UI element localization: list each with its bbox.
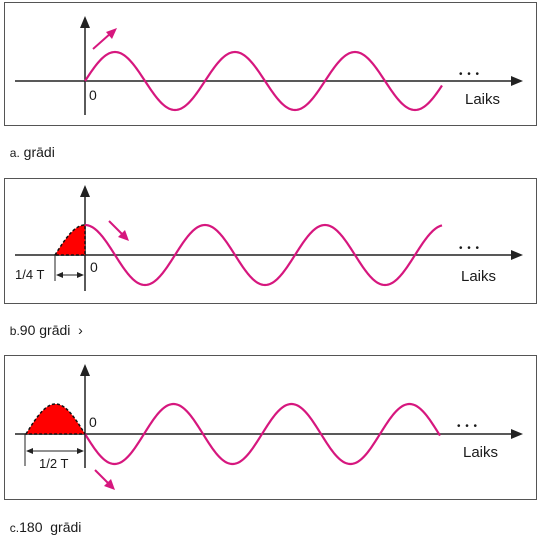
continuation-dots-b: • • •	[459, 243, 480, 254]
origin-label-b: 0	[90, 259, 98, 275]
waveform-plot-b: 1/4 T 0 • • • Laiks	[15, 185, 523, 291]
shaded-segment-c	[24, 403, 87, 435]
time-axis-label-c: Laiks	[463, 444, 498, 461]
shift-label-c: 1/2 T	[39, 456, 68, 471]
direction-arrowhead-c	[104, 479, 115, 490]
waveform-plot-a: 0 • • • Laiks	[15, 16, 523, 115]
time-axis-label-b: Laiks	[461, 268, 496, 285]
caption-letter-c: c.	[9, 521, 20, 535]
direction-arrowhead-b	[118, 230, 129, 241]
time-axis-label-a: Laiks	[465, 91, 500, 108]
panel-a: 0 • • • Laiks	[4, 2, 537, 126]
direction-arrow-a	[92, 32, 112, 50]
waveform-plot-c: 1/2 T 0 • • • Laiks	[15, 364, 523, 490]
shift-dimension-arrowhead-left-c	[26, 448, 33, 454]
direction-arrow-b	[108, 220, 124, 236]
caption-a: a. grādi	[2, 128, 55, 160]
shift-label-b: 1/4 T	[15, 267, 44, 282]
time-axis-arrowhead-a	[511, 76, 523, 86]
time-axis-arrowhead-c	[511, 429, 523, 439]
origin-label-c: 0	[89, 414, 97, 430]
shift-dimension-arrowhead-right-c	[77, 448, 84, 454]
shaded-segment-b	[53, 224, 86, 256]
continuation-dots-c: • • •	[457, 421, 478, 432]
sine-wave-b	[84, 223, 443, 287]
caption-letter-a: a.	[9, 146, 20, 160]
panel-b: 1/4 T 0 • • • Laiks	[4, 178, 537, 304]
time-axis-arrowhead-b	[511, 250, 523, 260]
caption-text-b: 90 grādi ›	[19, 322, 83, 338]
shift-dimension-arrowhead-left-b	[56, 272, 63, 278]
caption-c: c.180 grādi	[2, 503, 82, 535]
amplitude-axis-arrowhead-a	[80, 16, 90, 28]
direction-arrow-c	[94, 469, 110, 485]
caption-b: b.90 grādi ›	[2, 306, 83, 338]
sine-wave-c	[84, 402, 441, 466]
amplitude-axis-arrowhead-b	[80, 185, 90, 197]
sine-wave-a	[84, 50, 443, 112]
shift-dimension-arrowhead-right-b	[77, 272, 84, 278]
panel-c: 1/2 T 0 • • • Laiks	[4, 355, 537, 500]
caption-text-a: grādi	[19, 144, 55, 160]
amplitude-axis-arrowhead-c	[80, 364, 90, 376]
caption-text-c: 180 grādi	[19, 519, 82, 535]
origin-label-a: 0	[89, 87, 97, 103]
continuation-dots-a: • • •	[459, 69, 480, 80]
direction-arrowhead-a	[106, 28, 117, 39]
caption-letter-b: b.	[9, 324, 20, 338]
